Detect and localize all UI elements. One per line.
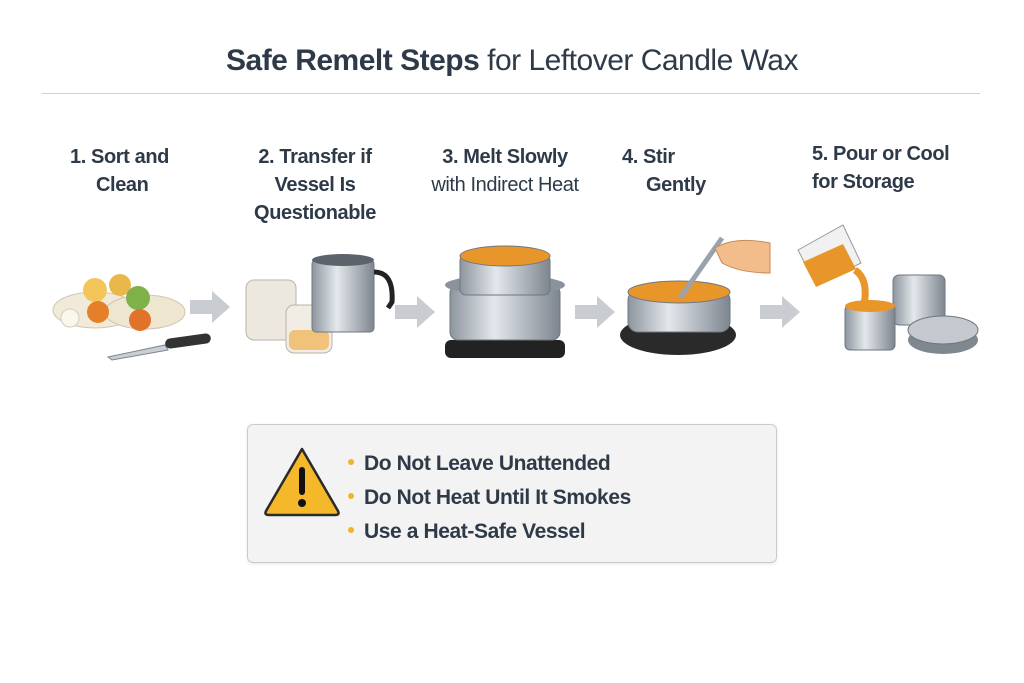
warning-text: Use a Heat-Safe Vessel — [364, 520, 586, 543]
metal-pitcher-icon — [311, 254, 395, 333]
arrow-icon — [395, 296, 435, 328]
step-4-line2: Gently — [646, 174, 706, 196]
warning-text: Do Not Leave Unattended — [364, 452, 611, 475]
safety-warning-box: Do Not Leave Unattended Do Not Heat Unti… — [247, 424, 777, 563]
page-title: Safe Remelt Steps for Leftover Candle Wa… — [0, 44, 1024, 78]
step-2-label: 2. Transfer if Vessel Is Questionable — [240, 143, 390, 227]
arrow-icon — [575, 296, 615, 328]
bullet-icon — [348, 493, 354, 500]
step-5-label: 5. Pour or Cool for Storage — [812, 140, 950, 196]
title-bold: Safe Remelt Steps — [226, 44, 480, 77]
title-rest: for Leftover Candle Wax — [487, 44, 798, 77]
double-boiler-icon — [445, 245, 565, 358]
step-2-line1: 2. Transfer if — [258, 146, 372, 168]
arrows — [190, 291, 800, 328]
step-3-label: 3. Melt Slowly with Indirect Heat — [415, 143, 595, 199]
stirring-pan-icon — [620, 236, 771, 355]
warning-item: Do Not Leave Unattended — [348, 447, 631, 481]
bullet-icon — [348, 459, 354, 466]
wax-chunks-icon — [52, 274, 186, 331]
step-2-line2: Vessel Is — [274, 174, 356, 196]
arrow-icon — [760, 296, 800, 328]
step-3-line1: 3. Melt Slowly — [442, 146, 568, 168]
steps-illustration — [52, 224, 979, 361]
knife-icon — [106, 333, 211, 361]
arrow-icon — [190, 291, 230, 323]
warning-list: Do Not Leave Unattended Do Not Heat Unti… — [348, 447, 631, 549]
warning-triangle-icon — [264, 447, 340, 517]
warning-text: Do Not Heat Until It Smokes — [364, 486, 631, 509]
step-3-line2: with Indirect Heat — [431, 174, 579, 196]
pouring-icon — [797, 224, 979, 354]
step-5-line1: 5. Pour or Cool — [812, 143, 950, 165]
step-4-line1: 4. Stir — [622, 146, 675, 168]
step-1-label: 1. Sort and Clean — [70, 143, 169, 199]
step-4-label: 4. Stir Gently — [622, 143, 706, 199]
step-1-line1: 1. Sort and — [70, 146, 169, 168]
warning-item: Use a Heat-Safe Vessel — [348, 515, 631, 549]
step-1-line2: Clean — [96, 174, 149, 196]
step-2-line3: Questionable — [254, 202, 376, 224]
warning-item: Do Not Heat Until It Smokes — [348, 481, 631, 515]
title-divider — [42, 93, 980, 94]
step-5-line2: for Storage — [812, 171, 915, 193]
bullet-icon — [348, 527, 354, 534]
